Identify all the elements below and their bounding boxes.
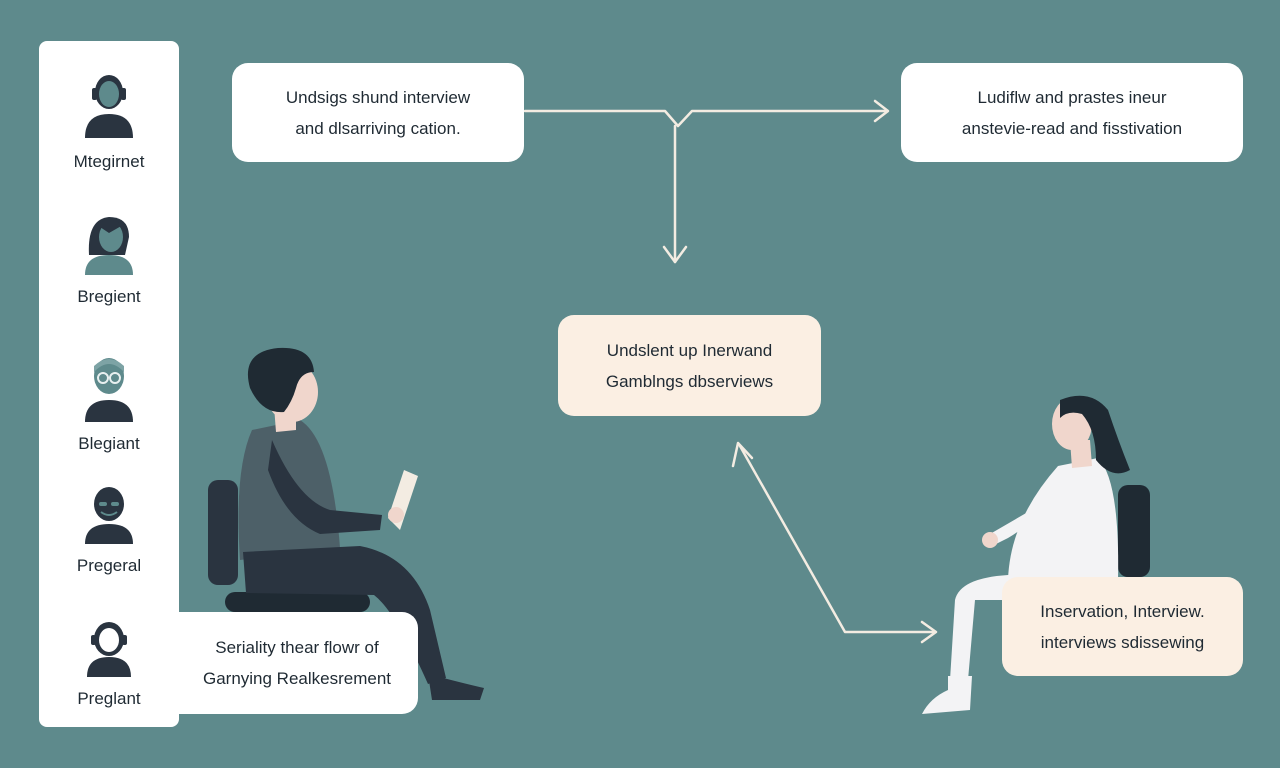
card-top-right-line1: Ludiflw and prastes ineur [977,87,1167,107]
connector-arrows [523,99,938,644]
interviewer-figure [208,347,484,700]
person-mask-icon [85,487,133,544]
card-bottom-right-line1: Inservation, Interview. [1040,601,1205,621]
card-bottom-left-line1: Seriality thear flowr of [215,638,379,657]
card-center-line2: Gamblngs dbserviews [605,371,774,391]
persona-5-label: Preglant [77,689,141,708]
persona-5[interactable]: Preglant [39,619,179,709]
arrow-top-to-right [523,109,887,128]
card-center: Undslent up Inerwand Gamblngs dbserviews [558,315,821,416]
interviewee-figure [922,395,1150,714]
persona-2[interactable]: Bregient [39,211,179,307]
persona-2-label: Bregient [77,287,141,306]
card-bottom-right-line2: interviews sdissewing [1040,632,1205,652]
person-headset-icon [85,75,133,138]
card-top-right: Ludiflw and prastes ineur anstevie-read … [901,63,1243,162]
arrow-right-to-center [738,444,937,634]
persona-4[interactable]: Pregeral [39,484,179,576]
persona-sidebar: Mtegirnet Bregient Blegiant Pregeral [39,41,179,727]
persona-4-label: Pregeral [76,556,142,575]
card-center-line1: Undslent up Inerwand [606,340,773,360]
person-outline-icon [87,622,131,677]
persona-1-label: Mtegirnet [73,152,145,171]
card-bottom-left: Seriality thear flowr of Garnying Realke… [176,612,418,714]
persona-1[interactable]: Mtegirnet [39,70,179,172]
card-top-right-line2: anstevie-read and fisstivation [961,118,1183,138]
card-top-left-line2: and dlsarriving cation. [295,118,461,138]
card-bottom-right: Inservation, Interview. interviews sdiss… [1002,577,1243,676]
persona-3-label: Blegiant [78,434,140,453]
person-long-hair-icon [85,217,133,275]
card-top-left-line1: Undsigs shund interview [285,87,471,107]
person-glasses-icon [85,358,133,422]
persona-3[interactable]: Blegiant [39,354,179,454]
card-top-left: Undsigs shund interview and dlsarriving … [232,63,524,162]
card-bottom-left-line2: Garnying Realkesrement [202,669,392,688]
